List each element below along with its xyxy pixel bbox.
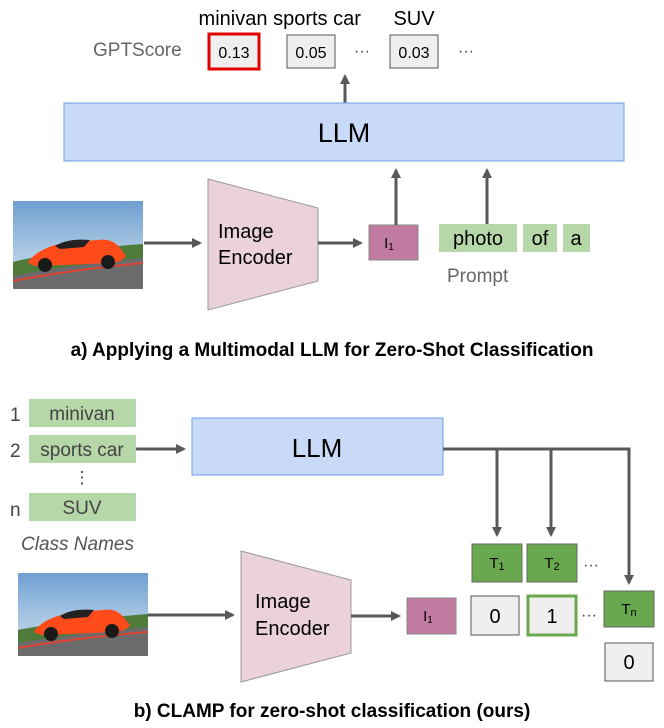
image-token-label-a: I1 bbox=[384, 235, 394, 253]
encoder-label-b-line2: Encoder bbox=[255, 618, 330, 640]
class-names-vertical-ellipsis: ⋮ bbox=[74, 468, 91, 487]
class-name-box-sports-car bbox=[29, 435, 136, 463]
text-token-t1 bbox=[471, 543, 523, 583]
score-ellipsis-2: ··· bbox=[458, 43, 474, 60]
output-ellipsis: ··· bbox=[581, 607, 597, 624]
text-token-ellipsis: ··· bbox=[583, 557, 599, 574]
prompt-word-of-text: of bbox=[532, 228, 549, 250]
prompt-label: Prompt bbox=[447, 266, 509, 287]
class-index-n: n bbox=[10, 500, 21, 521]
class-name-box-suv bbox=[29, 493, 136, 521]
llm-label-a: LLM bbox=[318, 118, 371, 148]
class-name-suv: SUV bbox=[62, 498, 101, 519]
score-box-minivan bbox=[207, 32, 261, 71]
score-box-sports-car bbox=[286, 34, 336, 69]
output-value-n: 0 bbox=[623, 652, 634, 674]
image-token-label-b: I1 bbox=[423, 608, 433, 626]
class-name-minivan: minivan bbox=[49, 404, 114, 425]
llm-label-b: LLM bbox=[292, 433, 343, 463]
class-index-2: 2 bbox=[10, 441, 21, 462]
car-image-a bbox=[12, 201, 144, 289]
output-value-1: 0 bbox=[489, 606, 500, 628]
connector-llm-to-t2 bbox=[497, 447, 556, 537]
prompt-word-of bbox=[523, 224, 557, 252]
car-image-b bbox=[17, 573, 149, 656]
output-value-2: 1 bbox=[546, 606, 557, 628]
panel-b: 1 2 n minivan sports car ⋮ SUV Class Nam… bbox=[10, 399, 655, 683]
prompt-word-photo bbox=[439, 224, 517, 252]
score-value-minivan: 0.13 bbox=[218, 45, 249, 62]
class-name-box-minivan bbox=[29, 399, 136, 427]
class-label-minivan: minivan bbox=[199, 8, 268, 30]
image-token-b bbox=[406, 597, 457, 635]
score-value-suv: 0.03 bbox=[398, 45, 429, 62]
encoder-label-a-line1: Image bbox=[218, 221, 274, 243]
text-token-tn bbox=[603, 590, 655, 628]
text-token-t2 bbox=[526, 543, 578, 583]
class-index-1: 1 bbox=[10, 405, 21, 426]
connector-llm-to-tn bbox=[551, 447, 634, 585]
encoder-label-a-line2: Encoder bbox=[218, 247, 293, 269]
caption-panel-a: a) Applying a Multimodal LLM for Zero-Sh… bbox=[70, 340, 594, 361]
prompt-word-a bbox=[563, 224, 590, 252]
score-box-suv bbox=[389, 34, 439, 69]
prompt-word-a-text: a bbox=[570, 228, 582, 250]
text-token-t1-label: T1 bbox=[489, 555, 504, 573]
panel-a: minivan sports car SUV GPTScore 0.13 0.0… bbox=[12, 8, 625, 311]
connector-llm-to-t1 bbox=[443, 447, 502, 537]
class-label-sports-car: sports car bbox=[273, 8, 361, 30]
encoder-label-b-line1: Image bbox=[255, 591, 311, 613]
score-value-sports-car: 0.05 bbox=[295, 45, 326, 62]
class-name-sports-car: sports car bbox=[40, 440, 124, 461]
llm-box-a bbox=[63, 102, 625, 162]
output-box-2 bbox=[526, 594, 578, 637]
gptscore-label: GPTScore bbox=[93, 40, 182, 61]
text-token-tn-label: Tn bbox=[621, 601, 636, 619]
image-encoder-b bbox=[240, 550, 352, 683]
class-names-label: Class Names bbox=[21, 534, 134, 555]
class-label-suv: SUV bbox=[393, 8, 435, 30]
llm-box-b bbox=[191, 417, 444, 476]
text-token-t2-label: T2 bbox=[544, 555, 559, 573]
score-ellipsis-1: ··· bbox=[354, 43, 370, 60]
caption-panel-b: b) CLAMP for zero-shot classification (o… bbox=[133, 701, 531, 722]
output-box-n bbox=[604, 642, 654, 682]
image-encoder-a bbox=[207, 178, 319, 311]
prompt-word-photo-text: photo bbox=[453, 228, 503, 250]
image-token-a bbox=[368, 224, 419, 261]
output-box-1 bbox=[470, 595, 520, 636]
